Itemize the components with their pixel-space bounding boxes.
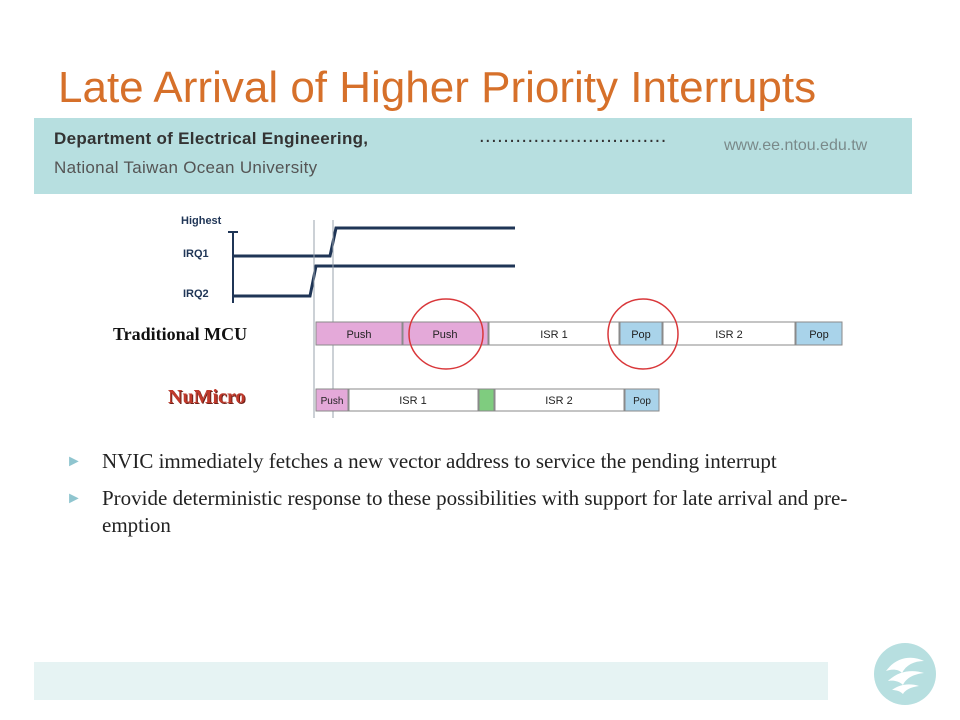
trad-block-pop-2 xyxy=(795,321,843,346)
trad-block-isr2 xyxy=(662,321,796,346)
trad-block-push-2 xyxy=(402,321,489,346)
bullet-text: NVIC immediately fetches a new vector ad… xyxy=(102,449,777,473)
numicro-label: NuMicro xyxy=(168,386,246,408)
signal-label-irq1: IRQ1 xyxy=(183,248,209,260)
bullet-item: ► NVIC immediately fetches a new vector … xyxy=(66,448,886,475)
trad-block-isr1-label: ISR 1 xyxy=(540,329,568,341)
website-link[interactable]: www.ee.ntou.edu.tw xyxy=(724,137,868,154)
bullet-list: ► NVIC immediately fetches a new vector … xyxy=(66,448,886,549)
numicro-block-pop-label: Pop xyxy=(633,396,651,407)
numicro-block-isr1 xyxy=(348,388,479,412)
ntou-logo-icon xyxy=(874,643,936,705)
numicro-block-pop xyxy=(624,388,660,412)
numicro-block-tail-chain xyxy=(478,388,495,412)
university-name: National Taiwan Ocean University xyxy=(54,158,318,177)
slide-title: Late Arrival of Higher Priority Interrup… xyxy=(58,63,817,112)
highlight-circle-push xyxy=(408,298,484,370)
trad-block-isr2-label: ISR 2 xyxy=(715,329,743,341)
numicro-block-isr1-label: ISR 1 xyxy=(399,395,427,407)
bullet-arrow-icon: ► xyxy=(66,453,82,470)
numicro-block-isr2-label: ISR 2 xyxy=(545,395,573,407)
irq1-waveform xyxy=(233,226,515,258)
bullet-item: ► Provide deterministic response to thes… xyxy=(66,485,886,539)
traditional-mcu-label: Traditional MCU xyxy=(113,324,248,344)
numicro-block-isr2 xyxy=(494,388,625,412)
trad-block-pop-1-label: Pop xyxy=(631,329,651,341)
bullet-arrow-icon: ► xyxy=(66,490,82,507)
trad-block-pop-2-label: Pop xyxy=(809,329,829,341)
trad-block-isr1 xyxy=(488,321,620,346)
highlight-circle-pop xyxy=(607,298,679,370)
trad-block-push-2-label: Push xyxy=(432,329,457,341)
irq2-waveform xyxy=(233,264,515,298)
signal-label-irq2: IRQ2 xyxy=(183,288,209,300)
bullet-text: Provide deterministic response to these … xyxy=(102,486,848,537)
department-name: Department of Electrical Engineering, xyxy=(54,129,369,148)
trad-block-push-1-label: Push xyxy=(346,329,371,341)
signal-label-highest: Highest xyxy=(181,215,222,227)
trad-block-push-1 xyxy=(315,321,403,346)
numicro-block-push-label: Push xyxy=(321,396,344,407)
footer-bar xyxy=(34,662,828,700)
header-band: Department of Electrical Engineering, ..… xyxy=(34,118,912,194)
trad-block-pop-1 xyxy=(619,321,663,346)
numicro-block-push xyxy=(315,388,349,412)
header-dots: ............................... xyxy=(479,125,667,147)
